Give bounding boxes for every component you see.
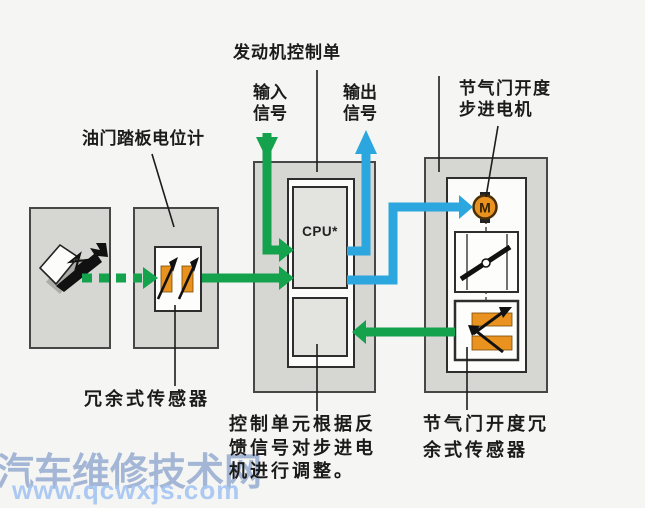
- stepper-motor-icon: M: [472, 192, 498, 223]
- stepper-motor-label: 节气门开度 步进电机: [459, 79, 552, 119]
- watermark-text: 汽车维修技术网: [0, 452, 263, 494]
- leader-pot-label: [151, 153, 175, 228]
- ecu-lower-box: [292, 297, 348, 357]
- pedal-potentiometer-label: 油门踏板电位计: [82, 129, 205, 148]
- output-signal-label: 输出 信号: [343, 83, 377, 123]
- cpu-box: [292, 186, 348, 289]
- pedal-signal-arrows: [82, 266, 294, 290]
- output-signal-arrow: [347, 130, 377, 256]
- input-signal-arrow: [256, 133, 294, 262]
- feedback-signal-arrow: [352, 320, 455, 344]
- pedal-box: [29, 207, 111, 349]
- watermark-url: www.qcwxjs.com: [12, 475, 241, 505]
- leader-motor-label: [485, 125, 499, 198]
- leader-lines: [151, 70, 499, 411]
- throttle-redundant-sensor-icon: [453, 299, 520, 362]
- diagram-title: 发动机控制单: [233, 43, 341, 62]
- input-signal-label: 输入 信号: [253, 83, 287, 123]
- cpu-label: CPU*: [302, 224, 338, 239]
- motor-letter: M: [479, 200, 491, 216]
- motor-drive-arrow: [347, 195, 473, 285]
- redundant-sensor-label: 冗余式传感器: [84, 389, 210, 409]
- adjustment-note-label: 控制单元根据反 馈信号对步进电 机进行调整。: [229, 414, 376, 481]
- pedal-icon: [38, 243, 108, 294]
- throttle-valve-icon: [454, 231, 519, 293]
- pedal-potentiometer-icon: [156, 257, 199, 300]
- throttle-redundant-sensor-label: 节气门开度冗 余式传感器: [423, 414, 549, 460]
